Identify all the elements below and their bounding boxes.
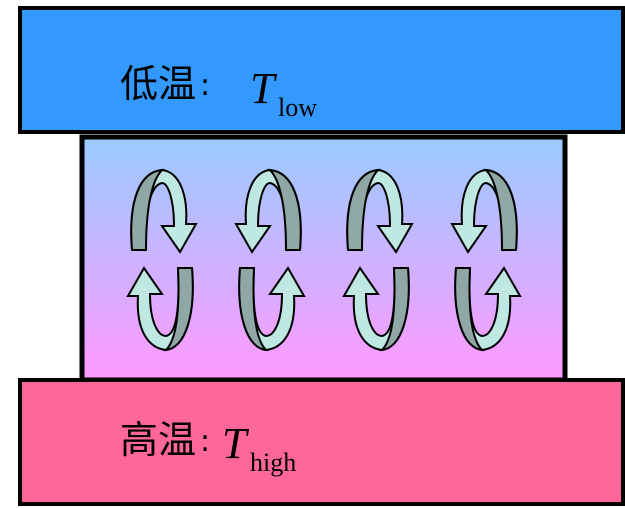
cold-plate-subscript: low: [278, 93, 317, 122]
convection-cells: [126, 168, 522, 352]
cold-plate: 低温 : T low: [18, 6, 625, 134]
upper-arc-shade: [130, 168, 165, 251]
convection-cell: [450, 168, 522, 352]
hot-plate: 高温 : T high: [18, 378, 625, 506]
cold-plate-separator: :: [200, 68, 210, 103]
convection-cell: [234, 168, 306, 352]
convection-cell: [126, 168, 198, 352]
lower-arc-shade: [238, 267, 269, 352]
hot-plate-symbol: T: [222, 419, 250, 468]
lower-arc-shade: [454, 267, 485, 352]
cold-plate-symbol: T: [250, 64, 278, 113]
convection-cell: [342, 168, 414, 352]
lower-arc-shade: [163, 267, 194, 352]
hot-plate-label: 高温: [120, 418, 196, 462]
upper-arc-shade: [267, 168, 302, 251]
lower-arc-shade: [379, 267, 410, 352]
upper-arc-shade: [483, 168, 518, 251]
cold-plate-label: 低温: [120, 62, 196, 106]
hot-plate-subscript: high: [250, 448, 296, 477]
hot-plate-separator: :: [200, 424, 210, 459]
upper-arc-shade: [346, 168, 381, 251]
